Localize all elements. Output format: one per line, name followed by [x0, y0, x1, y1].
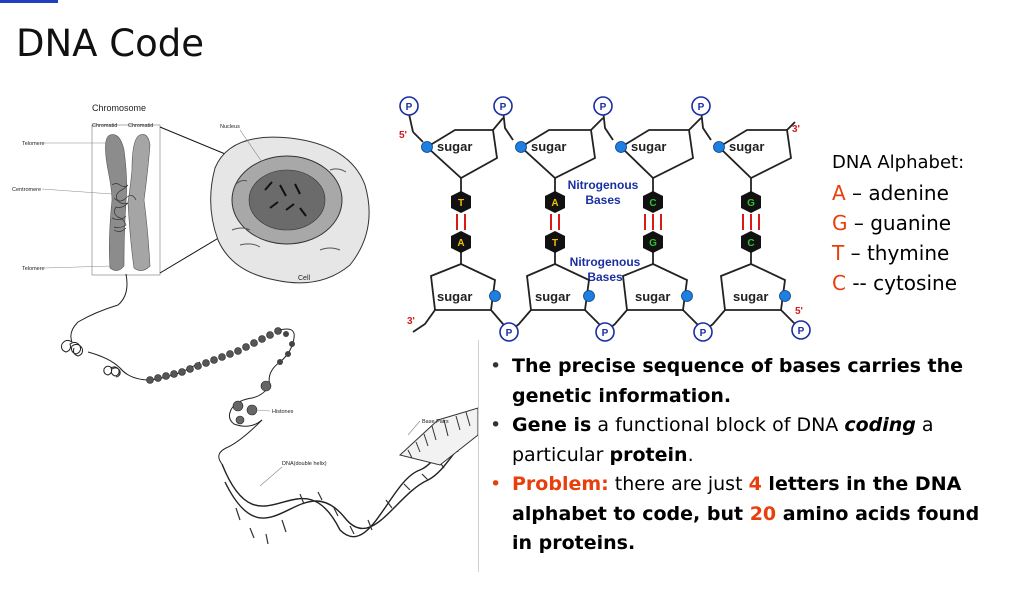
label-chromatid-1: Chromatid [92, 123, 117, 129]
five-prime-bottom: 5' [795, 306, 803, 317]
dna-structure-diagram: P P P P sugar sugar sugar sugar 5' 3' T [399, 96, 811, 342]
sugar-label: sugar [437, 139, 472, 154]
sugar-pentagon [619, 129, 694, 180]
base-bottom-1: A [457, 238, 464, 249]
sugar-label: sugar [635, 289, 670, 304]
label-telomere-top: Telomere [22, 141, 45, 147]
alphabet-item-c: C -- cytosine [832, 271, 957, 295]
alphabet-item-g: G – guanine [832, 211, 952, 235]
label-cell: Cell [298, 275, 311, 282]
label-chromosome: Chromosome [92, 103, 146, 113]
sugar-label: sugar [733, 289, 768, 304]
label-histones: Histones [272, 409, 294, 415]
top-accent-bar [0, 0, 58, 3]
base-top-2: A [551, 198, 558, 209]
sugar-label: sugar [729, 139, 764, 154]
slide-title: DNA Code [16, 22, 204, 65]
three-prime-top: 3' [792, 124, 800, 135]
phosphate-label: P [500, 102, 507, 113]
bullet-list: The precise sequence of bases carries th… [488, 352, 1003, 559]
bullet-sequence: The precise sequence of bases carries th… [488, 352, 1003, 411]
label-telomere-bottom: Telomere [22, 266, 45, 272]
phosphate-label: P [406, 102, 413, 113]
three-prime-bottom: 3' [407, 316, 415, 327]
sugar-pentagon [425, 129, 498, 180]
sugar-label: sugar [535, 289, 570, 304]
bullet-problem: Problem: there are just 4 letters in the… [488, 470, 1003, 559]
five-prime-top: 5' [399, 130, 407, 141]
label-base-pairs: Base Pairs [422, 419, 449, 425]
base-top-4: G [747, 198, 755, 209]
phosphate-label: P [798, 326, 805, 337]
chromosome-illustration: Chromosome Chromatid Chromatid Telomere … [12, 103, 479, 545]
alphabet-item-a: A – adenine [832, 181, 949, 205]
nitrogenous-label-top-2: Bases [585, 193, 621, 207]
nitrogenous-label-bottom-2: Bases [587, 270, 623, 284]
sugar-pentagon [717, 129, 792, 180]
sugar-label: sugar [531, 139, 566, 154]
chromatid-left [105, 134, 127, 271]
base-top-3: C [649, 198, 656, 209]
base-bottom-3: G [649, 238, 657, 249]
alphabet-heading: DNA Alphabet: [832, 152, 965, 173]
base-top-1: T [458, 198, 464, 209]
label-chromatid-2: Chromatid [128, 123, 153, 129]
base-bottom-4: C [747, 238, 754, 249]
nitrogenous-label-top-1: Nitrogenous [568, 178, 639, 192]
label-dna: DNA(double helix) [282, 461, 327, 467]
alphabet-item-t: T – thymine [832, 241, 950, 265]
base-bottom-2: T [552, 238, 558, 249]
nitrogenous-label-bottom-1: Nitrogenous [570, 255, 641, 269]
label-centromere: Centromere [12, 187, 41, 193]
phosphate-label: P [506, 328, 513, 339]
dna-alphabet: DNA Alphabet: A – adenine G – guanine T … [832, 148, 964, 298]
phosphate-label: P [600, 102, 607, 113]
chromatid-right [127, 134, 151, 271]
phosphate-label: P [700, 328, 707, 339]
divider [478, 340, 479, 572]
phosphate-label: P [698, 102, 705, 113]
label-nucleus: Nucleus [220, 124, 240, 130]
sugar-label: sugar [631, 139, 666, 154]
phosphate-label: P [602, 328, 609, 339]
sugar-pentagon [519, 129, 596, 180]
bullet-gene: Gene is a functional block of DNA coding… [488, 411, 1003, 470]
sugar-label: sugar [437, 289, 472, 304]
